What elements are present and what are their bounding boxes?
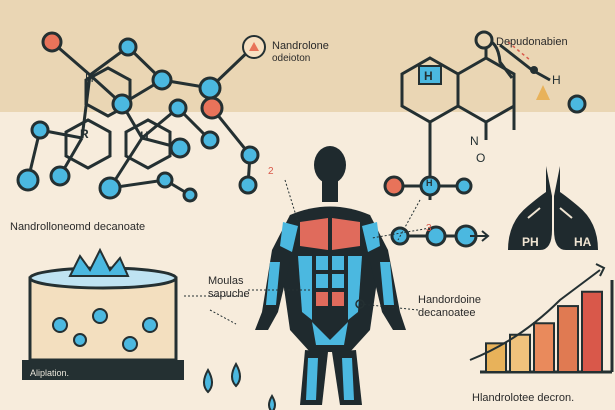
center-molecule [383, 175, 478, 248]
trend-arrow-icon [595, 263, 606, 277]
pointer-lines [184, 179, 431, 325]
bar-3 [533, 322, 555, 373]
beaker [22, 247, 184, 380]
bottom-right-label: Hlandrolotee decron. [472, 392, 575, 404]
center-label-line1: Moulas [208, 275, 244, 287]
formula-wedge [536, 85, 550, 100]
formula-atom-n: N [470, 134, 479, 148]
top-right-label: Depudonabien [496, 36, 568, 48]
bar-2 [509, 333, 531, 374]
right-mid-label: Handordoine decanoatee [418, 294, 481, 319]
ring-1 [84, 66, 132, 118]
lung-right-label: HA [574, 235, 592, 249]
left-title: Nandrolloneomd decanoate [10, 221, 146, 233]
ring-2 [64, 118, 112, 170]
marker-3: 3 [426, 223, 432, 234]
formula-oxygen-atom [474, 30, 494, 50]
marker-2: 2 [268, 166, 274, 177]
water-droplets [203, 361, 276, 410]
left-atom-label-2: R [80, 127, 89, 141]
right-mid-line2: decanoatee [418, 306, 476, 319]
lungs [508, 166, 598, 250]
pointer-dot [355, 299, 365, 309]
bar-4 [557, 305, 579, 374]
formula-dashed-arrow [507, 41, 531, 61]
center-label: Moulas sapuche [208, 275, 250, 300]
formula-h-box [418, 65, 442, 85]
top-title: Nandrolone odeioton [272, 40, 329, 64]
top-title-line2: odeioton [272, 52, 311, 64]
center-label-line2: sapuche [208, 287, 250, 300]
bar-chart [469, 263, 614, 374]
right-mid-line1: Handordoine [418, 294, 481, 306]
lung-left-label: PH [522, 235, 539, 249]
left-atom-label-1: H [85, 71, 94, 85]
ring-3 [124, 118, 172, 170]
formula-atom-h: H [424, 69, 433, 83]
left-atom-label-3: H [140, 129, 149, 143]
formula-atom-o: O [476, 151, 486, 165]
flame-icon [249, 42, 259, 51]
bar-5 [581, 290, 603, 374]
top-title-line1: Nandrolone [272, 40, 329, 52]
formula-dot [530, 66, 538, 74]
formula-atom-blue [567, 94, 587, 114]
beaker-band-label: Aliplation. [30, 368, 70, 378]
center-atom-label: H [426, 178, 433, 188]
arrow-right-icon [470, 230, 490, 242]
left-molecule-atoms [16, 31, 260, 203]
formula-atom-h2: H [552, 73, 561, 87]
human-figure [255, 146, 406, 405]
